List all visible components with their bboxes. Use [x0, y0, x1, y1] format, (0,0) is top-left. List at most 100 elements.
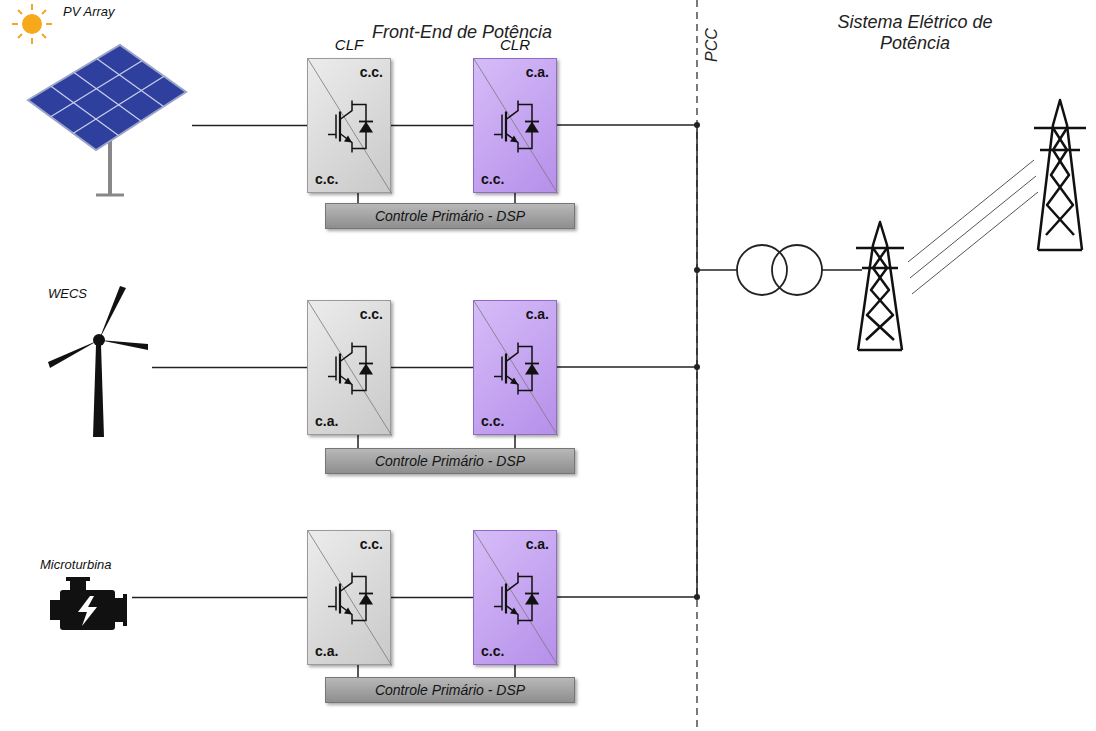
sun-icon [31, 4, 33, 10]
connector-wire [357, 665, 359, 677]
switch-arrow [510, 608, 518, 615]
sun-icon [31, 38, 33, 44]
switch-arrow [510, 378, 518, 385]
switch-stroke [340, 573, 352, 592]
switch-stroke [328, 606, 336, 608]
pv-panel-icon [28, 45, 186, 195]
diode-symbol [359, 122, 373, 133]
diode-symbol [525, 594, 539, 605]
bus-wire [557, 125, 862, 597]
converter-box: CLFc.c.c.c. [307, 58, 391, 193]
switch-stroke [340, 343, 352, 362]
transmission-tower [1040, 149, 1080, 152]
port-type-label: c.a. [526, 306, 549, 322]
bus-wire [696, 125, 698, 597]
bus-wire [697, 269, 737, 271]
sun-icon [12, 23, 18, 25]
switch-stroke [474, 531, 558, 666]
microturbine-icon [78, 596, 97, 626]
converter-box: c.c.c.a. [307, 530, 391, 665]
microturbine-icon [50, 577, 127, 630]
section-title: Front-End de Potência [372, 22, 552, 43]
bus-wire [822, 269, 862, 271]
microturbine-icon [123, 594, 127, 626]
source-label: Microturbina [40, 557, 112, 572]
switch-stroke [505, 354, 507, 384]
switch-stroke [501, 115, 503, 139]
port-type-label: c.c. [360, 536, 383, 552]
diode-symbol [525, 122, 539, 133]
source-icon: PV Array [5, 0, 192, 200]
diode-symbol [359, 594, 373, 605]
wind-turbine-icon [93, 334, 105, 346]
transmission-tower [856, 247, 904, 250]
switch-stroke [506, 606, 518, 625]
microturbine-icon [70, 580, 86, 590]
sun-icon [42, 34, 46, 38]
switch-stroke [506, 573, 518, 592]
switch-stroke [501, 587, 503, 611]
port-type-label: c.c. [481, 643, 504, 659]
bus-wire [557, 596, 697, 598]
bus-dot [694, 122, 700, 128]
sun-icon [18, 10, 22, 14]
port-type-label: c.c. [481, 413, 504, 429]
connector-wire [132, 597, 307, 599]
transmission-tower [1034, 100, 1086, 250]
transmission-tower [866, 248, 893, 340]
connector-wire [357, 193, 359, 203]
section-title: Sistema Elétrico de Potência [815, 12, 1015, 54]
transmission-tower [862, 267, 898, 270]
switch-stroke [339, 354, 341, 384]
switch-stroke [339, 584, 341, 614]
port-type-label: c.c. [315, 171, 338, 187]
control-bar: Controle Primário - DSP [325, 677, 575, 703]
wind-turbine-icon [99, 340, 148, 350]
control-bar: Controle Primário - DSP [325, 448, 575, 474]
sun-icon [12, 4, 52, 44]
switch-stroke [501, 357, 503, 381]
port-type-label: c.c. [360, 64, 383, 80]
transmission-tower [858, 349, 902, 352]
source-icon: WECS [40, 284, 152, 442]
switch-stroke [340, 606, 352, 625]
switch-stroke [494, 376, 502, 378]
diode-symbol [359, 364, 373, 375]
transformer-symbol [737, 245, 822, 295]
switch-stroke [525, 363, 539, 365]
switch-stroke [506, 134, 518, 153]
sun-icon [46, 23, 52, 25]
wind-turbine-icon [48, 286, 148, 437]
switch-stroke [328, 376, 336, 378]
wind-turbine-icon [99, 286, 126, 340]
transmission-tower [1034, 127, 1086, 130]
connector-wire [391, 367, 473, 369]
switch-stroke [308, 301, 392, 436]
switch-stroke [359, 593, 373, 595]
switch-stroke [506, 343, 518, 362]
transmission-line [908, 160, 1038, 294]
transmission-tower [856, 222, 904, 350]
connector-wire [152, 367, 307, 369]
control-bar: Controle Primário - DSP [325, 203, 575, 229]
transmission-line [912, 192, 1038, 294]
wind-turbine-icon [93, 345, 104, 437]
source-label: PV Array [63, 4, 115, 19]
switch-stroke [308, 531, 392, 666]
bus-wire [557, 124, 697, 126]
switch-arrow [344, 378, 352, 385]
sun-icon [22, 14, 42, 34]
control-label: Controle Primário - DSP [375, 682, 525, 698]
pv-panel-icon [51, 61, 142, 117]
source-label: WECS [48, 286, 87, 301]
pv-panel-icon [73, 76, 164, 133]
switch-stroke [340, 101, 352, 120]
switch-stroke [474, 59, 558, 194]
control-label: Controle Primário - DSP [375, 453, 525, 469]
microturbine-icon [50, 600, 60, 620]
sun-icon [18, 34, 22, 38]
switch-stroke [359, 363, 373, 365]
bus-wire [557, 366, 697, 368]
switch-stroke [506, 101, 518, 120]
converter-box: CLRc.a.c.c. [473, 58, 557, 193]
